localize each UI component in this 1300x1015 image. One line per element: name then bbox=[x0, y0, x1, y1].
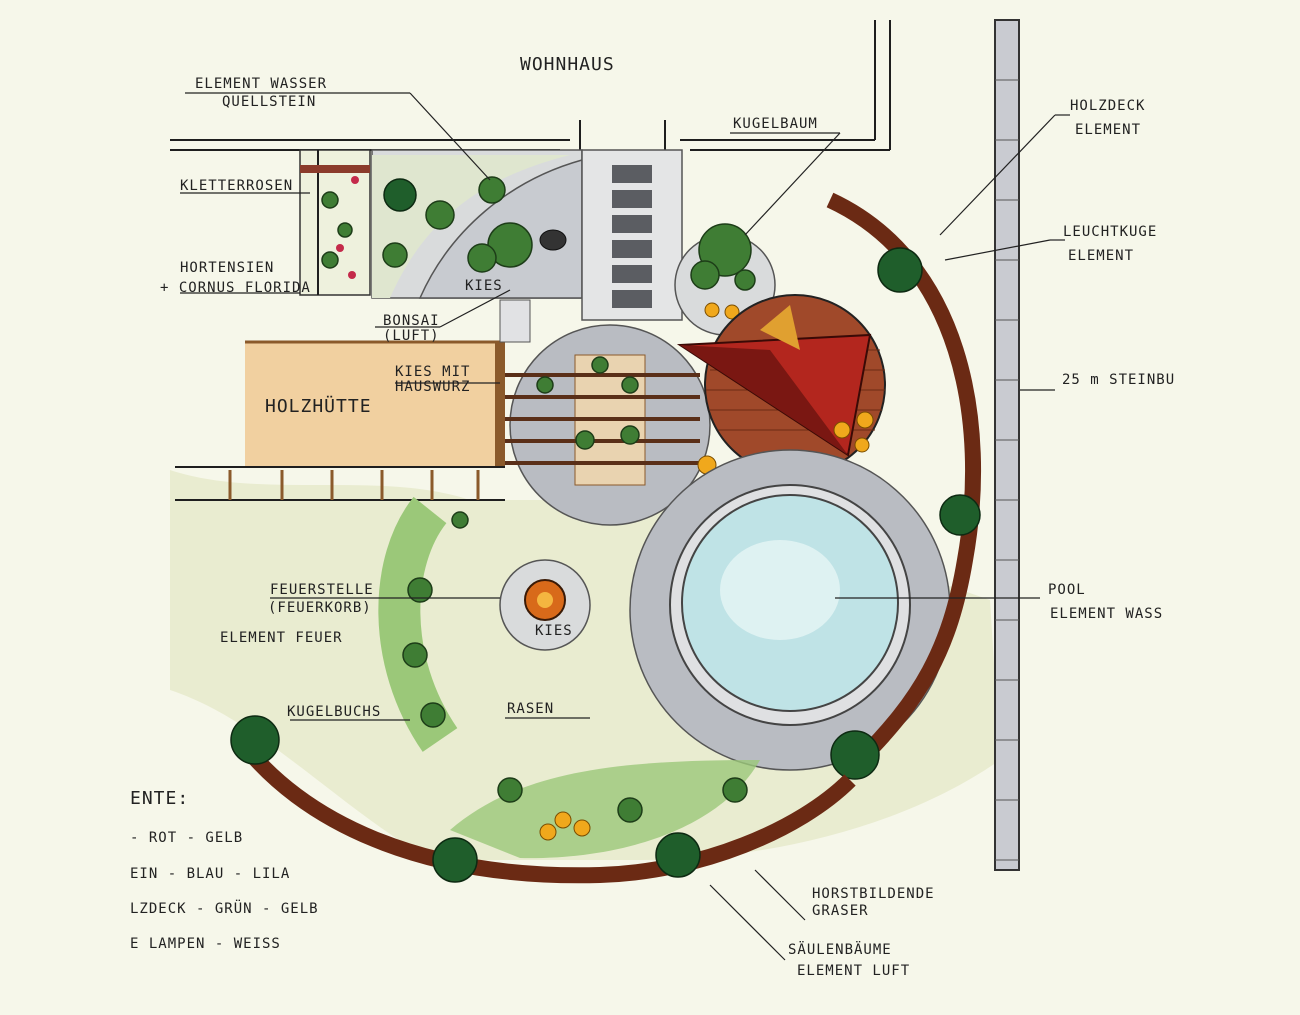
label-holzdeck-element: ELEMENT bbox=[1075, 122, 1141, 138]
label-quellstein: QUELLSTEIN bbox=[222, 94, 316, 110]
label-pool: POOL bbox=[1048, 582, 1086, 598]
legend-title: ENTE: bbox=[130, 788, 189, 809]
label-feuerstelle: FEUERSTELLE bbox=[270, 582, 374, 598]
label-holzhuette: HOLZHÜTTE bbox=[265, 395, 372, 417]
hedge-arc bbox=[378, 496, 469, 752]
label-holzdeck: HOLZDECK bbox=[1070, 98, 1145, 114]
label-kletterrosen: KLETTERROSEN bbox=[180, 178, 293, 194]
label-pool-element: ELEMENT WASS bbox=[1050, 606, 1163, 622]
label-luft: (LUFT) bbox=[383, 328, 440, 344]
label-wohnhaus: WOHNHAUS bbox=[520, 54, 615, 75]
label-hauswurz: HAUSWURZ bbox=[395, 379, 470, 395]
label-kugelbaum: KUGELBAUM bbox=[733, 116, 818, 132]
label-kies-bed: KIES bbox=[465, 278, 503, 294]
label-element-luft: ELEMENT LUFT bbox=[797, 963, 910, 979]
label-element-wasser: ELEMENT WASSER bbox=[195, 76, 327, 92]
label-hortensien: HORTENSIEN bbox=[180, 260, 274, 276]
label-feuerkorb: (FEUERKORB) bbox=[268, 600, 372, 616]
label-graeser: GRASER bbox=[812, 903, 869, 919]
legend-row: E LAMPEN - WEISS bbox=[130, 936, 281, 952]
label-steinwall: 25 m STEINBU bbox=[1062, 372, 1175, 388]
label-kies-fire: KIES bbox=[535, 623, 573, 639]
fire-pit bbox=[499, 559, 591, 651]
label-rasen: RASEN bbox=[507, 701, 554, 717]
label-cornus: + CORNUS FLORIDA bbox=[160, 280, 311, 296]
pergola-terrace bbox=[505, 324, 717, 526]
label-element-feuer: ELEMENT FEUER bbox=[220, 630, 343, 646]
label-saeulenbaeume: SÄULENBÄUME bbox=[788, 940, 892, 958]
label-kugelbuchs: KUGELBUCHS bbox=[287, 704, 381, 720]
label-leuchtkugel: LEUCHTKUGE bbox=[1063, 224, 1157, 240]
wooden-hut bbox=[175, 340, 505, 501]
legend-row: - ROT - GELB bbox=[130, 830, 243, 846]
rose-trellis-bed bbox=[299, 149, 371, 296]
gravel-strip bbox=[499, 299, 531, 343]
label-kies-mit: KIES MIT bbox=[395, 364, 470, 380]
legend-row: LZDECK - GRÜN - GELB bbox=[130, 899, 319, 917]
stone-wall bbox=[994, 19, 1020, 871]
label-bonsai: BONSAI bbox=[383, 313, 440, 329]
legend-row: EIN - BLAU - LILA bbox=[130, 866, 290, 882]
label-leuchtkugel-element: ELEMENT bbox=[1068, 248, 1134, 264]
wooden-deck bbox=[676, 294, 886, 476]
annotation-leaders bbox=[180, 92, 1070, 961]
right-planting-border bbox=[826, 192, 981, 780]
pool bbox=[629, 449, 951, 771]
label-horstbildende: HORSTBILDENDE bbox=[812, 886, 935, 902]
paved-path bbox=[581, 149, 683, 321]
bottom-planting-border bbox=[230, 715, 856, 884]
water-element-bed bbox=[371, 149, 583, 299]
legend: ENTE: - ROT - GELB EIN - BLAU - LILA LZD… bbox=[130, 788, 319, 952]
